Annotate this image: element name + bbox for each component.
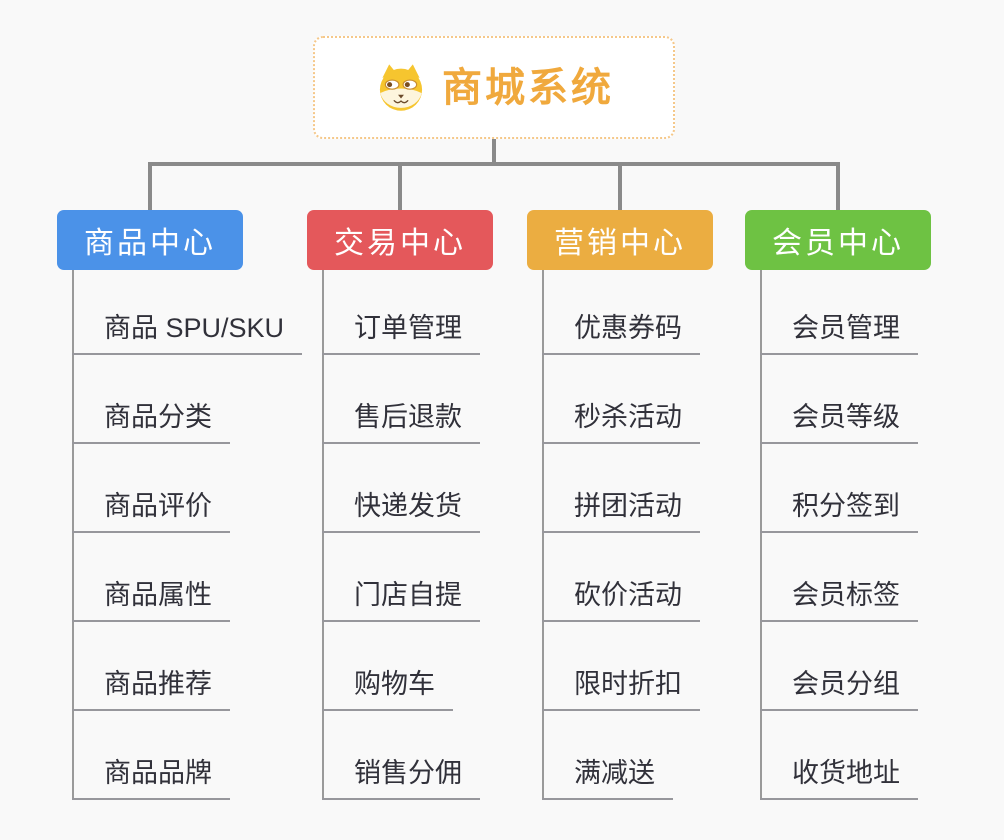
leaf-item-after-sale-refund[interactable]: 售后退款 <box>322 402 480 444</box>
list-item: 会员分组 <box>745 622 918 711</box>
list-item: 砍价活动 <box>527 533 700 622</box>
leaf-item-group-buy[interactable]: 拼团活动 <box>542 491 700 533</box>
root-title: 商城系统 <box>442 65 614 110</box>
connector-drop-trade <box>398 162 402 210</box>
branch-label: 交易中心 <box>334 227 466 260</box>
leaf-item-limited-time-discount[interactable]: 限时折扣 <box>542 669 700 711</box>
list-item: 商品品牌 <box>57 711 302 800</box>
branch-label: 商品中心 <box>84 227 216 260</box>
leaf-item-spend-and-save[interactable]: 满减送 <box>542 758 673 800</box>
list-item: 快递发货 <box>307 444 480 533</box>
leaf-item-coupon-code[interactable]: 优惠券码 <box>542 313 700 355</box>
leaf-item-member-tag[interactable]: 会员标签 <box>760 580 918 622</box>
leaf-item-product-brand[interactable]: 商品品牌 <box>72 758 230 800</box>
dog-icon <box>374 61 428 115</box>
leaf-item-bargain-activity[interactable]: 砍价活动 <box>542 580 700 622</box>
connector-bus <box>149 162 840 166</box>
leaf-item-express-delivery[interactable]: 快递发货 <box>322 491 480 533</box>
list-item: 满减送 <box>527 711 700 800</box>
branch-label: 会员中心 <box>772 227 904 260</box>
list-item: 积分签到 <box>745 444 918 533</box>
leaf-item-spu-sku[interactable]: 商品 SPU/SKU <box>72 313 303 355</box>
leaf-item-product-category[interactable]: 商品分类 <box>72 402 230 444</box>
branch-marketing-center: 营销中心 优惠券码 秒杀活动 拼团活动 砍价活动 限时折扣 满减送 <box>527 210 772 820</box>
connector-trunk-marketing <box>542 270 544 800</box>
list-item: 商品推荐 <box>57 622 302 711</box>
list-item: 商品属性 <box>57 533 302 622</box>
list-item: 购物车 <box>307 622 480 711</box>
leaf-list-product: 商品 SPU/SKU 商品分类 商品评价 商品属性 商品推荐 商品品牌 <box>57 266 303 800</box>
leaf-item-points-checkin[interactable]: 积分签到 <box>760 491 918 533</box>
list-item: 售后退款 <box>307 355 480 444</box>
list-item: 商品分类 <box>57 355 302 444</box>
leaf-item-product-recommend[interactable]: 商品推荐 <box>72 669 230 711</box>
connector-drop-product <box>148 162 152 210</box>
leaf-item-sales-commission[interactable]: 销售分佣 <box>322 758 480 800</box>
list-item: 商品 SPU/SKU <box>57 266 303 355</box>
leaf-item-shipping-address[interactable]: 收货地址 <box>760 758 918 800</box>
leaf-item-shopping-cart[interactable]: 购物车 <box>322 669 453 711</box>
branch-node-marketing[interactable]: 营销中心 <box>527 210 713 270</box>
branch-node-product[interactable]: 商品中心 <box>57 210 243 270</box>
connector-trunk-member <box>760 270 762 800</box>
list-item: 订单管理 <box>307 266 480 355</box>
connector-trunk-product <box>72 270 74 800</box>
leaf-item-store-pickup[interactable]: 门店自提 <box>322 580 480 622</box>
leaf-item-member-level[interactable]: 会员等级 <box>760 402 918 444</box>
connector-drop-member <box>836 162 840 210</box>
branch-node-member[interactable]: 会员中心 <box>745 210 931 270</box>
list-item: 限时折扣 <box>527 622 700 711</box>
branch-product-center: 商品中心 商品 SPU/SKU 商品分类 商品评价 商品属性 商品推荐 商品品牌 <box>57 210 303 820</box>
leaf-list-trade: 订单管理 售后退款 快递发货 门店自提 购物车 销售分佣 <box>307 266 480 800</box>
leaf-item-product-attribute[interactable]: 商品属性 <box>72 580 230 622</box>
list-item: 会员标签 <box>745 533 918 622</box>
list-item: 会员管理 <box>745 266 918 355</box>
branch-trade-center: 交易中心 订单管理 售后退款 快递发货 门店自提 购物车 销售分佣 <box>307 210 552 820</box>
leaf-item-member-management[interactable]: 会员管理 <box>760 313 918 355</box>
leaf-item-member-group[interactable]: 会员分组 <box>760 669 918 711</box>
leaf-list-member: 会员管理 会员等级 积分签到 会员标签 会员分组 收货地址 <box>745 266 918 800</box>
list-item: 收货地址 <box>745 711 918 800</box>
connector-root-stem <box>492 139 496 165</box>
list-item: 会员等级 <box>745 355 918 444</box>
list-item: 拼团活动 <box>527 444 700 533</box>
branch-label: 营销中心 <box>554 227 686 260</box>
list-item: 商品评价 <box>57 444 302 533</box>
list-item: 销售分佣 <box>307 711 480 800</box>
connector-trunk-trade <box>322 270 324 800</box>
leaf-item-order-management[interactable]: 订单管理 <box>322 313 480 355</box>
root-node[interactable]: 商城系统 <box>313 36 675 139</box>
list-item: 门店自提 <box>307 533 480 622</box>
list-item: 秒杀活动 <box>527 355 700 444</box>
leaf-list-marketing: 优惠券码 秒杀活动 拼团活动 砍价活动 限时折扣 满减送 <box>527 266 700 800</box>
leaf-item-flash-sale[interactable]: 秒杀活动 <box>542 402 700 444</box>
leaf-item-product-review[interactable]: 商品评价 <box>72 491 230 533</box>
list-item: 优惠券码 <box>527 266 700 355</box>
branch-node-trade[interactable]: 交易中心 <box>307 210 493 270</box>
branch-member-center: 会员中心 会员管理 会员等级 积分签到 会员标签 会员分组 收货地址 <box>745 210 990 820</box>
connector-drop-marketing <box>618 162 622 210</box>
